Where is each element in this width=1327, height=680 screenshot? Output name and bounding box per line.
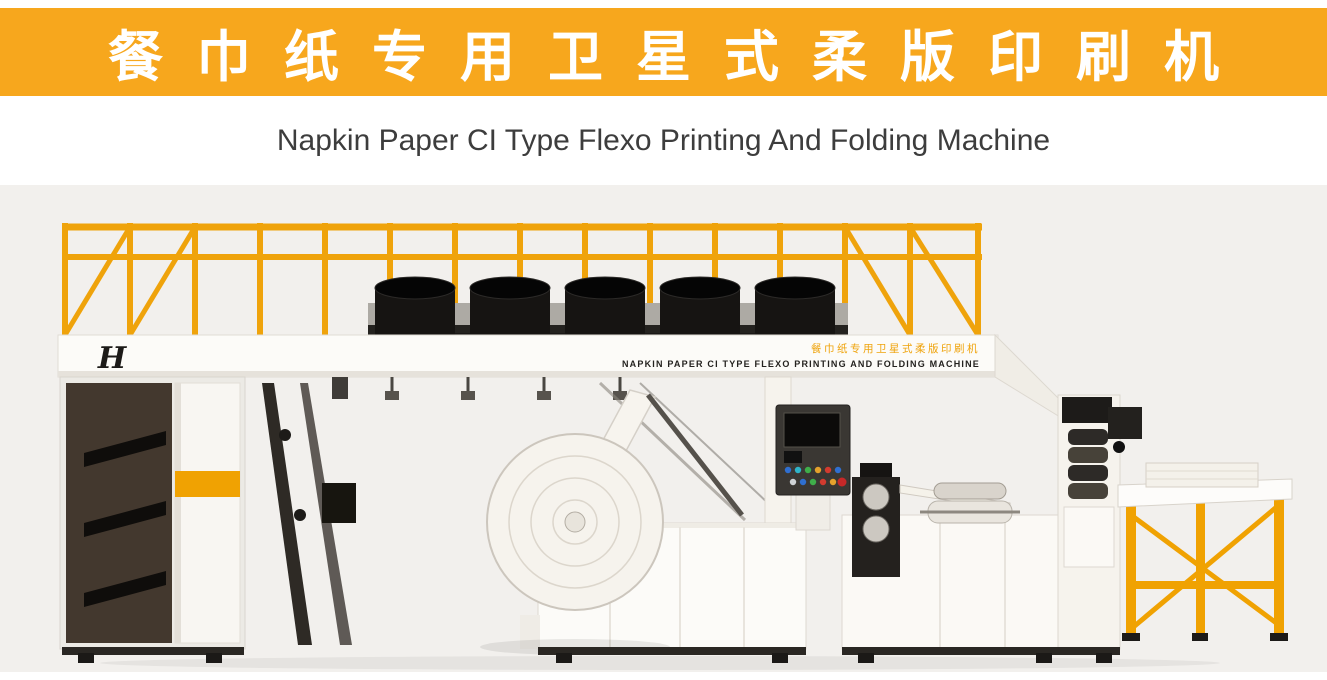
ink-drums xyxy=(374,276,836,340)
napkin-stack xyxy=(1145,462,1259,488)
machine-base-and-feet xyxy=(62,647,1120,663)
main-beam: H 餐巾纸专用卫星式柔版印刷机 NAPKIN PAPER CI TYPE FLE… xyxy=(57,333,1061,418)
panel-buttons xyxy=(784,466,847,487)
embossing-unit xyxy=(841,463,1065,650)
page-title-english: Napkin Paper CI Type Flexo Printing And … xyxy=(276,123,1051,157)
brand-logo: H xyxy=(97,341,128,376)
emergency-stop-button xyxy=(837,477,847,487)
beam-hangers xyxy=(332,377,627,400)
folding-unit xyxy=(1057,394,1142,650)
beam-label-english: NAPKIN PAPER CI TYPE FLEXO PRINTING AND … xyxy=(622,359,980,369)
control-panel xyxy=(775,404,851,531)
cabinet-white-column xyxy=(174,382,241,644)
beam-label-chinese: 餐巾纸专用卫星式柔版印刷机 xyxy=(811,342,980,355)
title-banner: 餐巾纸专用卫星式柔版印刷机 xyxy=(0,8,1327,96)
delivery-table xyxy=(1117,462,1293,641)
orange-stripe xyxy=(175,471,240,497)
ground-shadow xyxy=(100,656,1220,670)
machine-render: H 餐巾纸专用卫星式柔版印刷机 NAPKIN PAPER CI TYPE FLE… xyxy=(0,185,1327,672)
frame-struts xyxy=(262,381,771,645)
subtitle-row: Napkin Paper CI Type Flexo Printing And … xyxy=(0,96,1327,185)
unwind-cabinet xyxy=(59,376,246,650)
panel-screen xyxy=(783,412,841,448)
page-title-chinese: 餐巾纸专用卫星式柔版印刷机 xyxy=(107,26,1252,88)
